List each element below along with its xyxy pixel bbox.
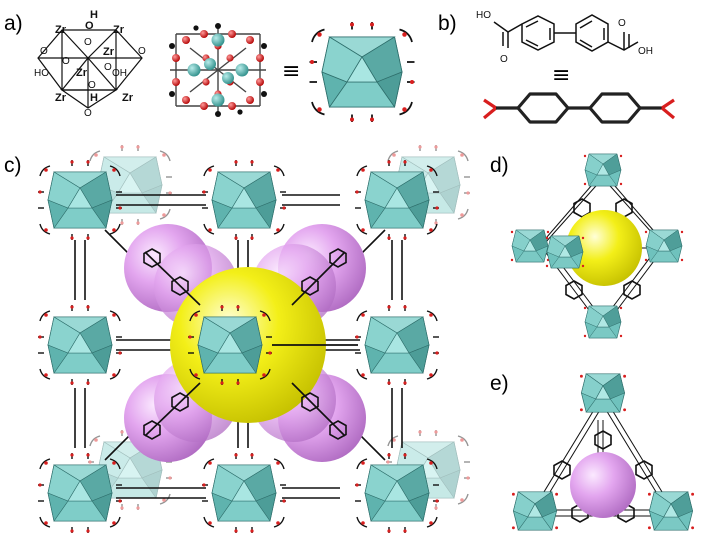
equivalence-symbol-a: ≡: [282, 59, 300, 84]
octahedral-cage-d: [566, 210, 642, 286]
svg-text:O: O: [500, 54, 508, 65]
sbu-middle-right: [354, 304, 440, 386]
svg-text:OH: OH: [638, 46, 653, 57]
panel-d: d): [490, 153, 684, 339]
svg-text:O: O: [104, 62, 112, 73]
svg-text:Zr: Zr: [55, 24, 67, 36]
panel-a: a) Zr H O Zr O Zr O O O HO Zr O OH O Zr: [4, 9, 416, 123]
panel-label-d: d): [490, 154, 509, 177]
zr6-cluster-ball-stick: [169, 23, 267, 117]
panel-b: b) HO O O OH ≡: [438, 10, 676, 124]
sbu-bottom-center: [201, 452, 287, 534]
svg-text:H: H: [90, 9, 98, 21]
svg-text:O: O: [88, 80, 96, 91]
svg-text:O: O: [84, 37, 92, 48]
svg-text:O: O: [618, 18, 626, 29]
svg-text:Zr: Zr: [55, 92, 67, 104]
svg-text:HO: HO: [476, 10, 491, 21]
panel-label-a: a): [4, 12, 23, 35]
svg-text:O: O: [40, 46, 48, 57]
sbu-middle-left: [37, 304, 123, 386]
zr6-cluster-atom-labels: Zr H O Zr O Zr O O O HO Zr O OH O Zr H Z…: [34, 9, 146, 119]
bpdc-stick-model: [482, 92, 676, 124]
panel-label-c: c): [4, 154, 22, 177]
zr6-cluster-schematic: [37, 29, 143, 109]
zr6-cluster-polyhedron: [308, 21, 416, 123]
svg-text:Zr: Zr: [113, 24, 125, 36]
svg-text:O: O: [85, 20, 94, 32]
bpdc-atom-labels: HO O O OH: [476, 10, 653, 65]
bpdc-skeletal-formula: [493, 14, 639, 52]
svg-text:OH: OH: [112, 68, 127, 79]
svg-text:Zr: Zr: [103, 46, 115, 58]
svg-text:O: O: [138, 46, 146, 57]
sbu-top-center: [201, 159, 287, 241]
svg-text:O: O: [84, 108, 92, 119]
svg-text:Zr: Zr: [122, 92, 134, 104]
equivalence-symbol-b: ≡: [552, 63, 570, 88]
tetrahedral-cage-e: [570, 452, 636, 518]
panel-label-e: e): [490, 372, 509, 395]
svg-text:Zr: Zr: [76, 67, 88, 79]
svg-text:O: O: [62, 56, 70, 67]
svg-text:H: H: [90, 92, 98, 104]
panel-e: e): [490, 372, 695, 531]
panel-label-b: b): [438, 12, 457, 35]
framework-linkers-front: [144, 251, 358, 437]
panel-c: c): [4, 144, 471, 534]
framework-sbus: [37, 159, 440, 534]
svg-text:HO: HO: [34, 68, 49, 79]
